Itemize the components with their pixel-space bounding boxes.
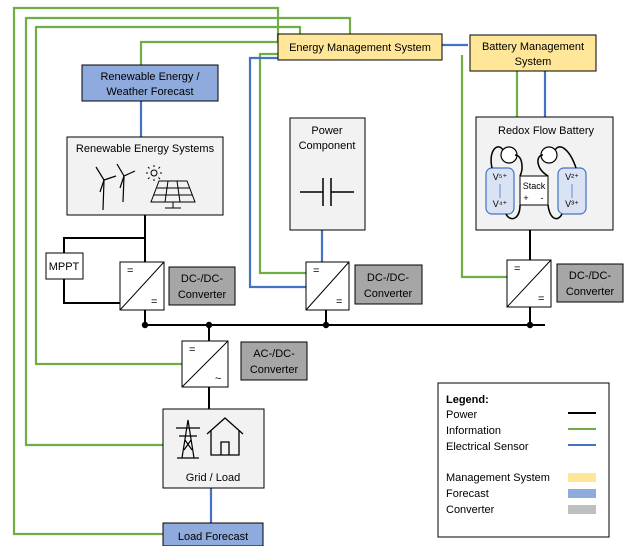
rfb-title: Redox Flow Battery — [498, 125, 594, 137]
capacitor-icon — [300, 178, 354, 206]
load-forecast: Load Forecast — [162, 522, 264, 546]
energy-management-system: Energy Management System — [277, 33, 443, 61]
converter-symbol-in: = — [313, 265, 319, 277]
power-component-label-line2: Component — [299, 140, 356, 152]
mppt-box: MPPT — [45, 252, 84, 280]
battery-management-system: Battery Management System — [469, 34, 597, 72]
solar-panel-icon — [150, 180, 196, 209]
dcdc-right-label-line1: DC-/DC- — [569, 270, 611, 282]
legend-forecast-swatch — [568, 489, 596, 498]
info-line-ems-to-ac-dc — [34, 25, 302, 366]
dcdc-converter-middle: = = — [305, 261, 350, 311]
wind-turbine-icon — [95, 163, 136, 211]
bms-label-line2: System — [515, 56, 552, 68]
res-title: Renewable Energy Systems — [76, 143, 215, 155]
forecast-label-line2: Weather Forecast — [106, 86, 193, 98]
converter-symbol-in: = — [127, 265, 133, 277]
junction-dot — [205, 321, 213, 329]
junction-dot — [526, 321, 534, 329]
bms-label-line1: Battery Management — [482, 41, 584, 53]
sun-icon — [146, 165, 162, 181]
acdc-converter: = ~ — [181, 340, 229, 388]
stack-label: Stack — [523, 181, 546, 191]
dcdc-converter-right-label: DC-/DC- Converter — [556, 263, 624, 303]
grid-label: Grid / Load — [186, 472, 240, 484]
acdc-converter-label: AC-/DC- Converter — [240, 341, 308, 381]
tank-arrows — [499, 184, 573, 198]
converter-symbol-ac: ~ — [215, 373, 221, 385]
tank-left-bottom-label: V⁴⁺ — [493, 199, 508, 209]
acdc-label-line1: AC-/DC- — [253, 348, 295, 360]
tank-right-top-label: V²⁺ — [565, 172, 579, 182]
legend-converter-swatch — [568, 505, 596, 514]
legend-management-label: Management System — [446, 472, 550, 484]
info-line-ems-to-forecast — [139, 40, 278, 65]
dcdc-converter-left-label: DC-/DC- Converter — [168, 266, 236, 306]
mppt-label: MPPT — [49, 261, 80, 273]
info-line-ems-to-dcdc-right — [460, 55, 507, 279]
power-line-mppt-loop — [63, 237, 145, 304]
battery-piping — [490, 146, 577, 220]
tank-left-top-label: V⁵⁺ — [493, 172, 508, 182]
legend-forecast-label: Forecast — [446, 488, 489, 500]
converter-symbol-out: = — [336, 296, 342, 308]
power-component: Power Component — [289, 117, 366, 231]
stack-plus-label: + — [523, 193, 528, 203]
junction-dot — [322, 321, 330, 329]
junction-dot — [141, 321, 149, 329]
dcdc-left-label-line2: Converter — [178, 289, 227, 301]
dcdc-converter-left: = = — [119, 261, 165, 311]
legend-title: Legend: — [446, 394, 489, 406]
redox-flow-battery: Redox Flow Battery V⁵⁺ V⁴⁺ V²⁺ V³⁺ Stack… — [475, 116, 614, 231]
bus-junctions — [141, 321, 534, 329]
converter-symbol-out: = — [151, 296, 157, 308]
house-icon — [206, 417, 244, 456]
legend-sensor-label: Electrical Sensor — [446, 441, 529, 453]
ems-label: Energy Management System — [289, 42, 431, 54]
load-forecast-label: Load Forecast — [178, 531, 248, 543]
grid-load: Grid / Load — [162, 408, 265, 489]
converter-symbol-in: = — [189, 344, 195, 356]
cell-stack — [519, 175, 549, 206]
forecast-label-line1: Renewable Energy / — [100, 71, 200, 83]
dcdc-right-label-line2: Converter — [566, 286, 615, 298]
converter-symbol-in: = — [514, 263, 520, 275]
power-lines — [63, 215, 545, 409]
info-line-ems-to-dcdc-mid — [258, 52, 306, 275]
dcdc-converter-right: = = — [506, 259, 552, 308]
dcdc-converter-middle-label: DC-/DC- Converter — [354, 264, 423, 305]
tank-right-bottom-label: V³⁺ — [565, 199, 579, 209]
information-lines — [12, 6, 519, 536]
legend-information-label: Information — [446, 425, 501, 437]
acdc-label-line2: Converter — [250, 364, 299, 376]
legend: Legend: Power Information Electrical Sen… — [437, 382, 610, 538]
info-line-ems-to-load-forecast — [12, 6, 280, 536]
power-component-label-line1: Power — [311, 125, 343, 137]
info-line-ems-to-grid — [24, 16, 352, 447]
sensor-line-ems-to-dcdc-mid — [248, 56, 306, 289]
legend-management-swatch — [568, 473, 596, 482]
converter-symbol-out: = — [538, 293, 544, 305]
legend-power-label: Power — [446, 409, 478, 421]
transmission-tower-icon — [176, 419, 200, 459]
dcdc-middle-label-line2: Converter — [364, 288, 413, 300]
stack-minus-label: - — [541, 193, 544, 203]
legend-converter-label: Converter — [446, 504, 495, 516]
dcdc-left-label-line1: DC-/DC- — [181, 273, 223, 285]
renewable-energy-systems: Renewable Energy Systems — [66, 136, 224, 216]
weather-forecast: Renewable Energy / Weather Forecast — [81, 64, 219, 102]
dcdc-middle-label-line1: DC-/DC- — [367, 272, 409, 284]
sensor-lines — [139, 43, 547, 523]
